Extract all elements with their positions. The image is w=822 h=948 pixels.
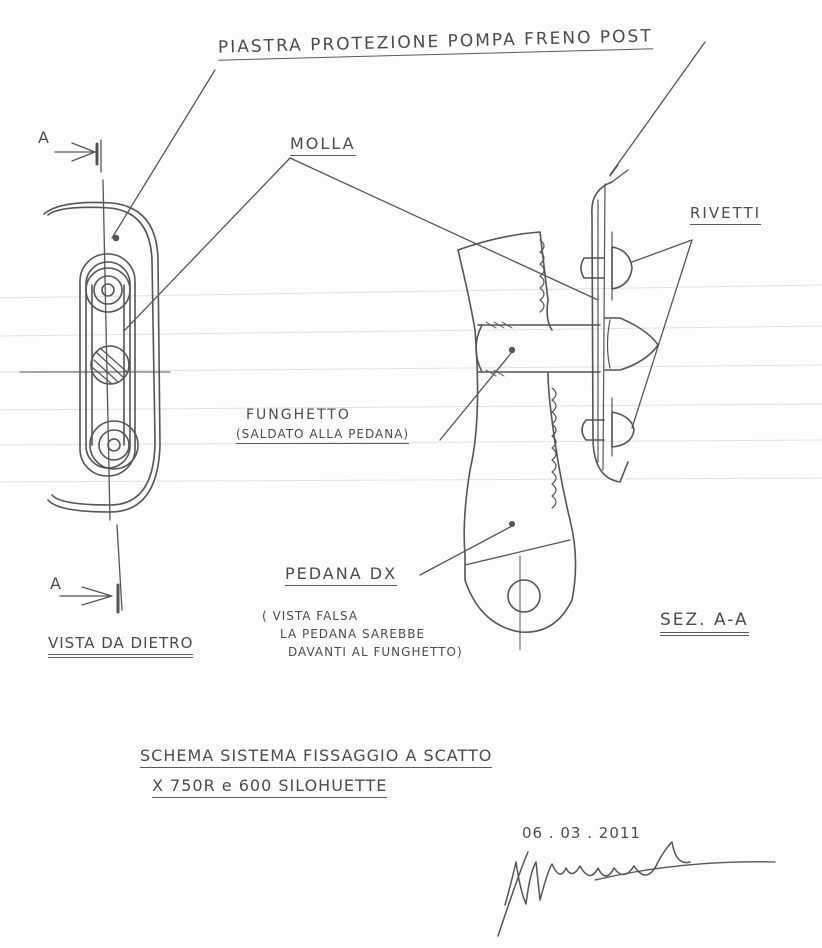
section-footpeg <box>457 231 577 651</box>
section-line-a-a <box>54 139 123 614</box>
diagram-title-line2: X 750R e 600 SILOHUETTE <box>152 778 388 798</box>
label-vista-falsa-3: DAVANTI AL FUNGHETTO) <box>288 645 463 659</box>
label-section-a-top: A <box>38 128 51 147</box>
signature <box>497 841 691 937</box>
rear-view-rivet-top <box>85 267 131 313</box>
label-funghetto: FUNGHETTO <box>246 407 351 423</box>
rear-view-spring-slot <box>79 253 136 477</box>
section-rivet-top <box>580 231 633 301</box>
label-vista-falsa-1: ( VISTA FALSA <box>262 609 359 623</box>
label-rivetti: RIVETTI <box>690 206 762 225</box>
diagram-title-line1: SCHEMA SISTEMA FISSAGGIO A SCATTO <box>140 748 493 768</box>
label-funghetto-note: (SALDATO ALLA PEDANA) <box>236 428 410 444</box>
label-sez-a-a: SEZ. A-A <box>660 612 749 636</box>
label-pedana-dx: PEDANA DX <box>285 566 398 586</box>
leader-lines <box>111 41 776 881</box>
section-mushroom-pin <box>475 317 659 373</box>
ruled-lines <box>0 284 822 483</box>
label-vista-da-dietro: VISTA DA DIETRO <box>48 636 194 658</box>
label-section-a-bottom: A <box>50 574 63 593</box>
drawing-date: 06 . 03 . 2011 <box>522 824 641 842</box>
label-vista-falsa-2: LA PEDANA SAREBBE <box>280 627 426 641</box>
rear-view-mushroom-pin <box>90 345 130 385</box>
rear-view-plate <box>43 201 161 513</box>
rear-view-rivet-bottom <box>89 420 139 470</box>
label-molla: MOLLA <box>290 136 356 156</box>
section-rivet-bottom <box>581 397 635 457</box>
